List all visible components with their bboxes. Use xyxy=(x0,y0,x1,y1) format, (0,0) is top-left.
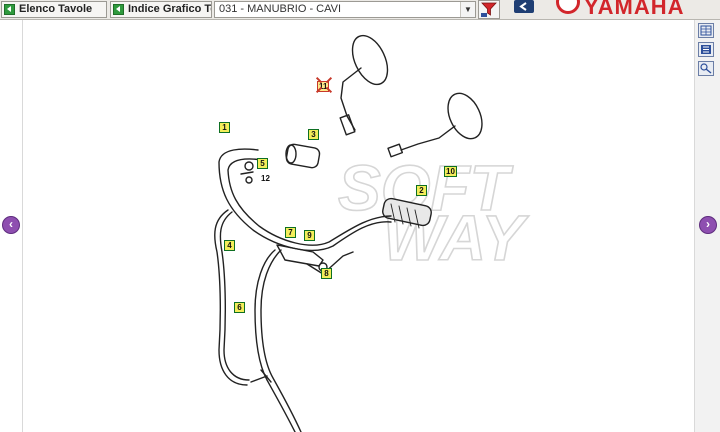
part-label-11[interactable]: 11 xyxy=(317,81,330,92)
tab-indice-grafico-telaio[interactable]: Indice Grafico Telaio xyxy=(110,1,212,18)
diagram-drawing: SOFT WAY xyxy=(214,34,530,432)
grip-small xyxy=(285,143,321,169)
part-label-10[interactable]: 10 xyxy=(444,166,457,177)
funnel-icon xyxy=(481,2,497,17)
parts-view-button[interactable] xyxy=(698,61,714,76)
table-select[interactable]: 031 - MANUBRIO - CAVI ▼ xyxy=(214,1,476,18)
brand-logo: YAMAHA xyxy=(554,0,720,18)
handlebar xyxy=(218,148,392,252)
part-label-6[interactable]: 6 xyxy=(234,302,245,313)
part-label-8[interactable]: 8 xyxy=(321,268,332,279)
arrow-right-icon: › xyxy=(706,217,710,231)
part-label-4[interactable]: 4 xyxy=(224,240,235,251)
return-arrow-icon xyxy=(519,2,527,11)
back-arrow-icon xyxy=(113,4,124,15)
next-table-button[interactable]: › xyxy=(699,216,717,234)
filter-button[interactable] xyxy=(478,0,500,19)
part-label-1[interactable]: 1 xyxy=(219,122,230,133)
return-button[interactable] xyxy=(514,0,534,13)
part-label-7[interactable]: 7 xyxy=(285,227,296,238)
part-label-2[interactable]: 2 xyxy=(416,185,427,196)
list-icon xyxy=(701,45,711,54)
tab-elenco-tavole-label: Elenco Tavole xyxy=(19,3,93,15)
tab-elenco-tavole[interactable]: Elenco Tavole xyxy=(1,1,107,18)
left-mirror xyxy=(351,34,389,86)
table-select-value: 031 - MANUBRIO - CAVI xyxy=(219,3,342,15)
grip-large xyxy=(382,197,432,227)
brand-name: YAMAHA xyxy=(584,0,685,18)
grid-view-button[interactable] xyxy=(698,23,714,38)
list-view-button[interactable] xyxy=(698,42,714,57)
previous-table-button[interactable]: ‹ xyxy=(2,216,20,234)
chevron-down-icon[interactable]: ▼ xyxy=(460,2,475,17)
cable-6 xyxy=(254,249,296,432)
grid-icon xyxy=(700,25,712,36)
right-mirror xyxy=(447,92,483,140)
cable-4 xyxy=(214,209,248,386)
arrow-left-icon: ‹ xyxy=(9,217,13,231)
parts-icon xyxy=(700,63,712,74)
selection-marker-icon xyxy=(315,76,333,94)
back-arrow-icon xyxy=(4,4,15,15)
tab-indice-grafico-telaio-label: Indice Grafico Telaio xyxy=(128,3,211,15)
exploded-diagram: SOFT WAY xyxy=(22,20,695,432)
part-label-5[interactable]: 5 xyxy=(257,158,268,169)
yamaha-emblem-icon xyxy=(556,0,580,14)
top-toolbar: Elenco Tavole Indice Grafico Telaio 031 … xyxy=(0,0,720,20)
part-label-3[interactable]: 3 xyxy=(308,129,319,140)
part-label-12[interactable]: 12 xyxy=(261,174,270,183)
part-label-9[interactable]: 9 xyxy=(304,230,315,241)
